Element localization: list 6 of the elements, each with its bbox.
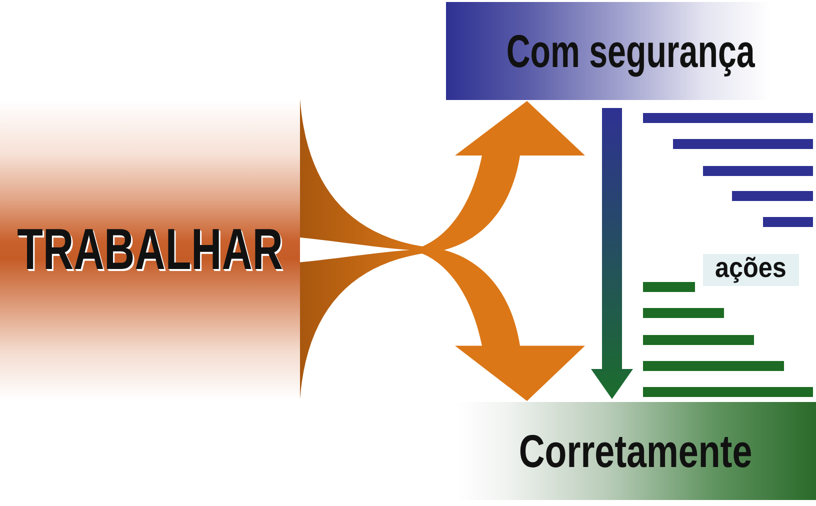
box-label: ações xyxy=(715,252,787,284)
arrow xyxy=(591,108,633,399)
label-box xyxy=(703,254,799,286)
box-title: Com segurança xyxy=(506,24,756,78)
band-title: TRABALHAR xyxy=(17,216,283,284)
box-title: Corretamente xyxy=(518,424,752,478)
